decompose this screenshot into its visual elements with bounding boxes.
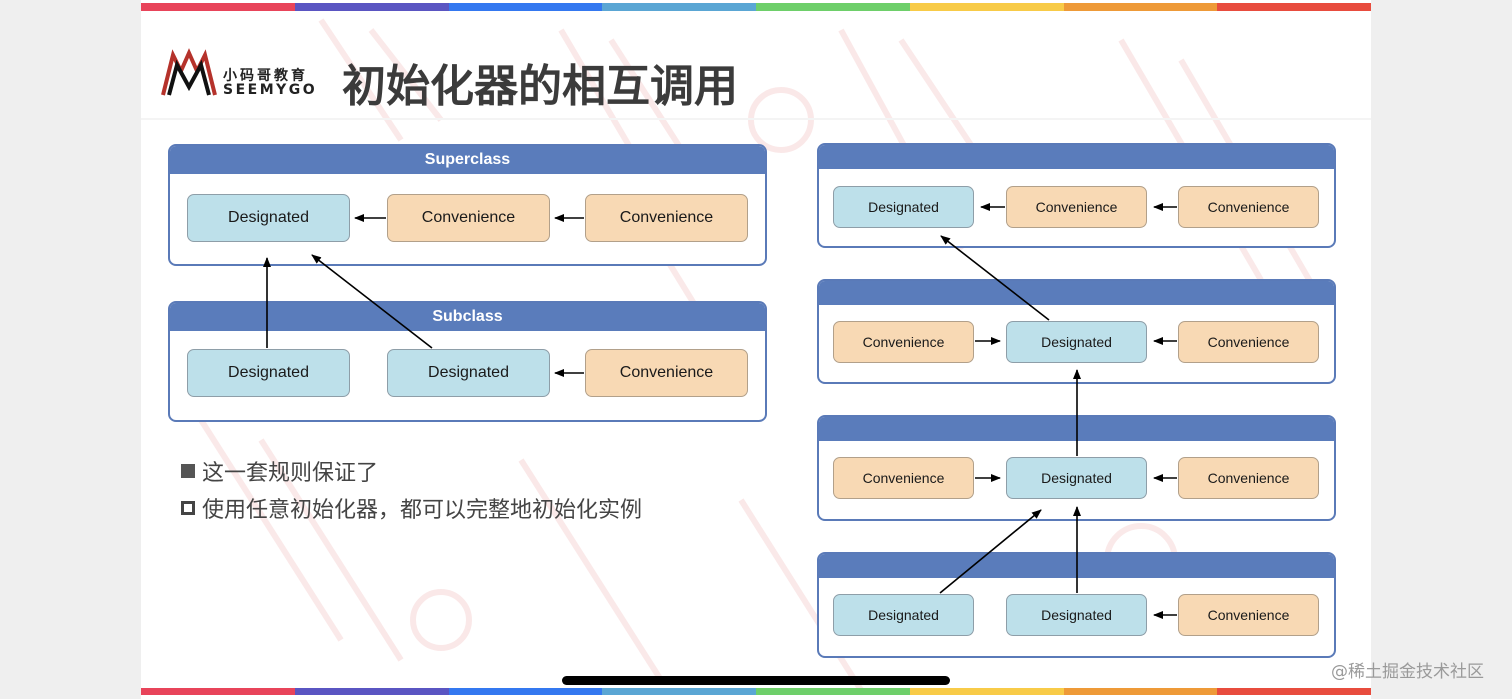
level1-convenience-node-2: Convenience [1178, 186, 1319, 228]
subclass-title: Subclass [170, 303, 765, 331]
level3-convenience-node-2: Convenience [1178, 457, 1319, 499]
stripe-segment [909, 688, 1064, 695]
stripe-segment [448, 688, 603, 695]
stripe-segment [756, 3, 910, 11]
superclass-title: Superclass [170, 146, 765, 174]
level-header-bar [819, 281, 1334, 305]
rainbow-stripe-top [141, 3, 1371, 11]
level4-designated-node-1: Designated [833, 594, 974, 636]
level2-convenience-node-1: Convenience [833, 321, 974, 363]
logo-text-cn: 小码哥教育 [223, 68, 308, 84]
bullet-text: 这一套规则保证了 [202, 461, 379, 486]
site-watermark: @稀土掘金技术社区 [1331, 662, 1484, 682]
stripe-segment [1063, 688, 1218, 695]
level-header-bar [819, 554, 1334, 578]
stripe-segment [602, 688, 756, 695]
level4-convenience-node: Convenience [1178, 594, 1319, 636]
rainbow-stripe-bottom [141, 688, 1371, 695]
level2-convenience-node-2: Convenience [1178, 321, 1319, 363]
stripe-segment [909, 3, 1064, 11]
level-header-bar [819, 145, 1334, 169]
stripe-segment [294, 3, 449, 11]
header-divider [141, 118, 1371, 120]
home-indicator-bar[interactable] [562, 676, 950, 685]
level3-designated-node: Designated [1006, 457, 1147, 499]
subclass-designated-node-2: Designated [387, 349, 550, 397]
bullet-item-2: 使用任意初始化器，都可以完整地初始化实例 [181, 492, 642, 524]
hollow-square-bullet-icon [181, 501, 195, 515]
seemygo-logo-icon [161, 48, 217, 96]
stripe-segment [448, 3, 603, 11]
level1-designated-node: Designated [833, 186, 974, 228]
page-title: 初始化器的相互调用 [342, 61, 738, 112]
logo-text-en: SEEMYGO [223, 82, 318, 98]
level4-designated-node-2: Designated [1006, 594, 1147, 636]
bullet-text: 使用任意初始化器，都可以完整地初始化实例 [202, 498, 643, 523]
superclass-convenience-node-2: Convenience [585, 194, 748, 242]
subclass-designated-node-1: Designated [187, 349, 350, 397]
filled-square-bullet-icon [181, 464, 195, 478]
stripe-segment [141, 688, 295, 695]
bullet-item-1: 这一套规则保证了 [181, 455, 378, 487]
superclass-designated-node: Designated [187, 194, 350, 242]
stripe-segment [294, 688, 449, 695]
stripe-segment [1217, 688, 1371, 695]
slide: 小码哥教育 SEEMYGO 初始化器的相互调用 Superclass Desig… [141, 0, 1371, 699]
level3-convenience-node-1: Convenience [833, 457, 974, 499]
stripe-segment [1063, 3, 1218, 11]
stripe-segment [602, 3, 756, 11]
level-header-bar [819, 417, 1334, 441]
stripe-segment [1217, 3, 1371, 11]
stripe-segment [141, 3, 295, 11]
subclass-convenience-node: Convenience [585, 349, 748, 397]
level2-designated-node: Designated [1006, 321, 1147, 363]
superclass-convenience-node-1: Convenience [387, 194, 550, 242]
level1-convenience-node-1: Convenience [1006, 186, 1147, 228]
stripe-segment [756, 688, 910, 695]
